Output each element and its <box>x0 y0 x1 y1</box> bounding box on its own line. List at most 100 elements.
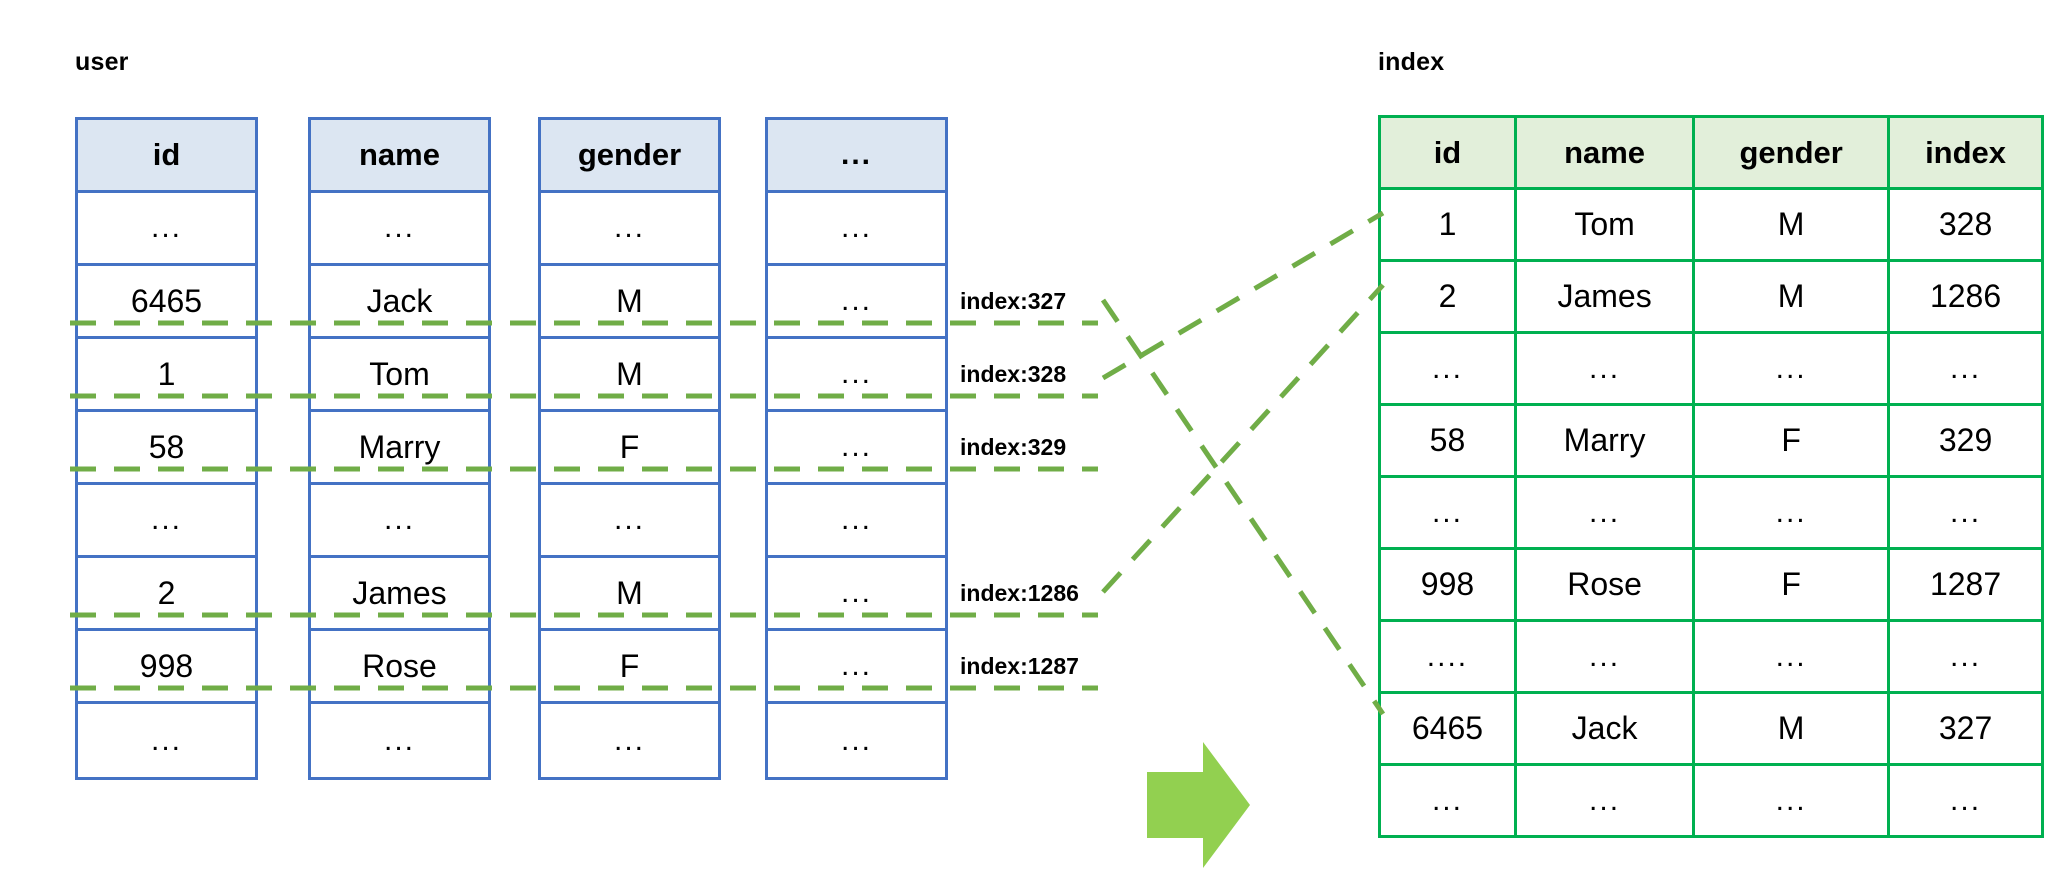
index-cell-gender: ... <box>1692 331 1891 406</box>
user-cell: ... <box>541 704 718 777</box>
index-cell-id: 58 <box>1378 403 1517 478</box>
index-cell-name: James <box>1513 259 1696 334</box>
user-col-id-header: id <box>78 120 255 193</box>
index-cell-id: 6465 <box>1378 691 1517 766</box>
user-cell: ... <box>78 485 255 558</box>
index-cell-index: ... <box>1887 619 2044 694</box>
user-cell: ... <box>768 266 945 339</box>
user-cell: ... <box>768 485 945 558</box>
user-cell: Tom <box>311 339 488 412</box>
user-cell: ... <box>311 485 488 558</box>
index-cell-name: Tom <box>1513 187 1696 262</box>
table-row: ... ... ... ... <box>1378 331 2044 406</box>
link-328-to-1 <box>1101 210 1385 381</box>
user-cell: ... <box>78 193 255 266</box>
table-row: .... ... ... ... <box>1378 619 2044 694</box>
user-table-caption: user <box>75 48 129 76</box>
user-col-gender-header: gender <box>541 120 718 193</box>
user-cell: ... <box>311 193 488 266</box>
user-cell: 6465 <box>78 266 255 339</box>
table-row: 2 James M 1286 <box>1378 259 2044 334</box>
user-cell: M <box>541 266 718 339</box>
index-cell-index: 328 <box>1887 187 2044 262</box>
index-cell-id: ... <box>1378 331 1517 406</box>
index-cell-id: 1 <box>1378 187 1517 262</box>
user-cell: 1 <box>78 339 255 412</box>
index-table: id name gender index 1 Tom M 328 2 James… <box>1378 115 2044 838</box>
user-column-name: name ... Jack Tom Marry ... James Rose .… <box>308 117 491 780</box>
index-header-gender: gender <box>1692 115 1891 190</box>
index-cell-index: ... <box>1887 475 2044 550</box>
user-cell: ... <box>541 485 718 558</box>
index-cell-index: 1287 <box>1887 547 2044 622</box>
table-row: 1 Tom M 328 <box>1378 187 2044 262</box>
user-cell: 998 <box>78 631 255 704</box>
index-header-id: id <box>1378 115 1517 190</box>
index-cell-index: ... <box>1887 763 2044 838</box>
index-cell-name: ... <box>1513 475 1696 550</box>
index-cell-id: 2 <box>1378 259 1517 334</box>
index-label-329: index:329 <box>960 434 1067 460</box>
index-cell-name: Marry <box>1513 403 1696 478</box>
user-cell: ... <box>768 631 945 704</box>
user-cell: 2 <box>78 558 255 631</box>
table-row: 58 Marry F 329 <box>1378 403 2044 478</box>
user-cell: ... <box>768 704 945 777</box>
user-column-more: ... ... ... ... ... ... ... ... ... <box>765 117 948 780</box>
index-cell-name: Rose <box>1513 547 1696 622</box>
index-cell-index: 327 <box>1887 691 2044 766</box>
user-cell: ... <box>768 193 945 266</box>
index-cell-gender: ... <box>1692 763 1891 838</box>
user-cell: ... <box>768 558 945 631</box>
table-row: ... ... ... ... <box>1378 475 2044 550</box>
user-cell: Jack <box>311 266 488 339</box>
user-cell: James <box>311 558 488 631</box>
user-cell: 58 <box>78 412 255 485</box>
user-cell: ... <box>78 704 255 777</box>
user-cell: Rose <box>311 631 488 704</box>
index-cell-gender: M <box>1692 691 1891 766</box>
user-cell: F <box>541 631 718 704</box>
index-label-1286: index:1286 <box>960 580 1079 606</box>
index-cell-id: .... <box>1378 619 1517 694</box>
user-column-id: id ... 6465 1 58 ... 2 998 ... <box>75 117 258 780</box>
index-cell-name: ... <box>1513 331 1696 406</box>
user-cell: ... <box>541 193 718 266</box>
user-cell: Marry <box>311 412 488 485</box>
user-col-more-header: ... <box>768 120 945 193</box>
index-cell-gender: ... <box>1692 619 1891 694</box>
index-cell-gender: M <box>1692 259 1891 334</box>
index-label-1287: index:1287 <box>960 653 1079 679</box>
index-table-header-row: id name gender index <box>1378 115 2044 190</box>
link-327-to-6465 <box>1100 298 1386 716</box>
index-cell-gender: ... <box>1692 475 1891 550</box>
user-cell: ... <box>311 704 488 777</box>
index-cell-gender: F <box>1692 547 1891 622</box>
index-table-caption: index <box>1378 48 1445 76</box>
index-cell-name: Jack <box>1513 691 1696 766</box>
table-row: 6465 Jack M 327 <box>1378 691 2044 766</box>
index-cell-name: ... <box>1513 763 1696 838</box>
table-row: ... ... ... ... <box>1378 763 2044 838</box>
table-row: 998 Rose F 1287 <box>1378 547 2044 622</box>
index-header-name: name <box>1513 115 1696 190</box>
index-cell-id: 998 <box>1378 547 1517 622</box>
user-cell: ... <box>768 412 945 485</box>
user-cell: M <box>541 558 718 631</box>
user-cell: F <box>541 412 718 485</box>
index-header-index: index <box>1887 115 2044 190</box>
flow-arrow-right-icon <box>1147 742 1250 868</box>
index-cell-id: ... <box>1378 475 1517 550</box>
index-cell-name: ... <box>1513 619 1696 694</box>
user-cell: M <box>541 339 718 412</box>
index-cell-gender: M <box>1692 187 1891 262</box>
index-cell-id: ... <box>1378 763 1517 838</box>
link-1286-to-2 <box>1101 283 1385 594</box>
index-cell-gender: F <box>1692 403 1891 478</box>
index-label-328: index:328 <box>960 361 1067 387</box>
index-cell-index: 1286 <box>1887 259 2044 334</box>
user-column-gender: gender ... M M F ... M F ... <box>538 117 721 780</box>
index-cell-index: ... <box>1887 331 2044 406</box>
index-label-327: index:327 <box>960 288 1067 314</box>
